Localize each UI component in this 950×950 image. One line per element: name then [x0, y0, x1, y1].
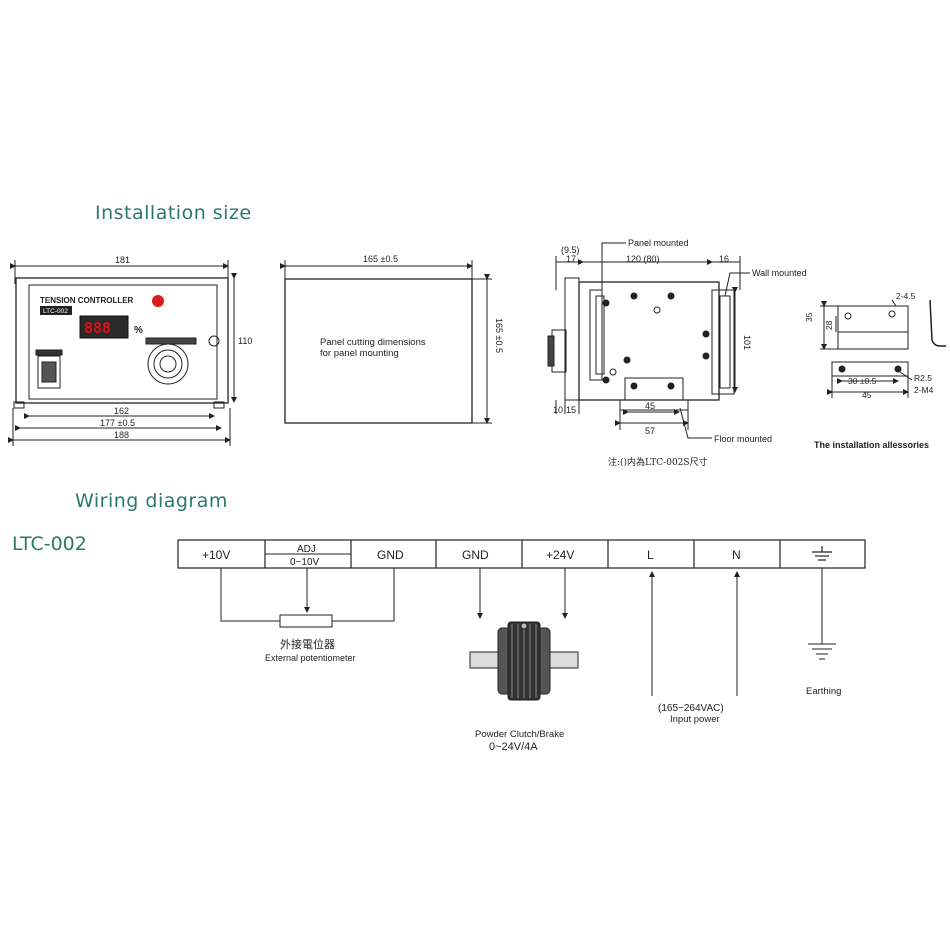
terminal-plus24v: +24V [546, 548, 574, 562]
dim-cut-width: 165 ±0.5 [363, 254, 398, 264]
side-note: 注:()内為LTC-002S尺寸 [608, 456, 708, 468]
wiring-diagram-heading: Wiring diagram [75, 490, 228, 512]
cutout-label-2: for panel mounting [320, 348, 399, 359]
terminal-strip [177, 539, 866, 569]
led-display: 888 [84, 319, 111, 337]
dim-162: 162 [114, 406, 129, 416]
accessories-view [820, 299, 946, 398]
percent-unit: % [134, 325, 143, 336]
dim-57: 57 [645, 426, 655, 436]
input-range: (165~264VAC) [658, 703, 724, 714]
dim-9-5: (9.5) [561, 245, 580, 255]
terminal-gnd-1: GND [377, 548, 404, 562]
dim-acc-45: 45 [862, 390, 872, 400]
dim-30: 30 ±0.5 [848, 376, 877, 386]
dim-17: 17 [566, 254, 576, 264]
model-tag: LTC-002 [43, 308, 68, 315]
terminal-plus10v: +10V [202, 548, 230, 562]
dim-10: 10 [553, 405, 563, 415]
model-label: LTC-002 [12, 533, 87, 555]
dim-15: 15 [566, 405, 576, 415]
pot-label-cn: 外接電位器 [280, 637, 335, 651]
front-view [8, 260, 237, 446]
terminal-gnd-2: GND [462, 548, 489, 562]
label-panel-mounted: Panel mounted [628, 238, 689, 248]
cutout-view [280, 260, 492, 424]
dim-110: 110 [238, 336, 252, 346]
earthing-label: Earthing [806, 686, 841, 697]
dim-35: 35 [804, 312, 814, 322]
dim-120: 120 (80) [626, 254, 660, 264]
terminal-adj-range: 0~10V [290, 557, 320, 568]
dim-181: 181 [115, 255, 130, 265]
dim-28: 28 [824, 320, 834, 330]
installation-size-heading: Installation size [95, 202, 252, 224]
panel-title: TENSION CONTROLLER [40, 296, 134, 305]
dim-188: 188 [114, 430, 129, 440]
powder-clutch-illustration [469, 621, 579, 701]
dim-r2-5: R2.5 [914, 373, 932, 383]
terminal-l: L [647, 548, 654, 562]
input-power: Input power [670, 714, 720, 725]
pot-label-en: External potentiometer [265, 653, 356, 663]
dim-177: 177 ±0.5 [100, 418, 135, 428]
wiring-lines [220, 568, 836, 696]
terminal-adj: ADJ [297, 544, 316, 555]
clutch-label: Powder Clutch/Brake [475, 729, 564, 740]
dim-45: 45 [645, 401, 655, 411]
dim-cut-height: 165 ±0.5 [494, 318, 504, 353]
dim-101: 101 [742, 335, 752, 350]
cutout-label-1: Panel cutting dimensions [320, 337, 426, 348]
dim-16: 16 [719, 254, 729, 264]
dim-2-4-5: 2-4.5 [896, 291, 916, 301]
side-view [547, 242, 750, 439]
dim-2-m4: 2-M4 [914, 385, 934, 395]
terminal-n: N [732, 548, 741, 562]
label-wall-mounted: Wall mounted [752, 268, 807, 278]
clutch-spec: 0~24V/4A [489, 741, 538, 753]
accessories-caption: The installation allessories [814, 440, 929, 450]
label-floor-mounted: Floor mounted [714, 434, 772, 444]
